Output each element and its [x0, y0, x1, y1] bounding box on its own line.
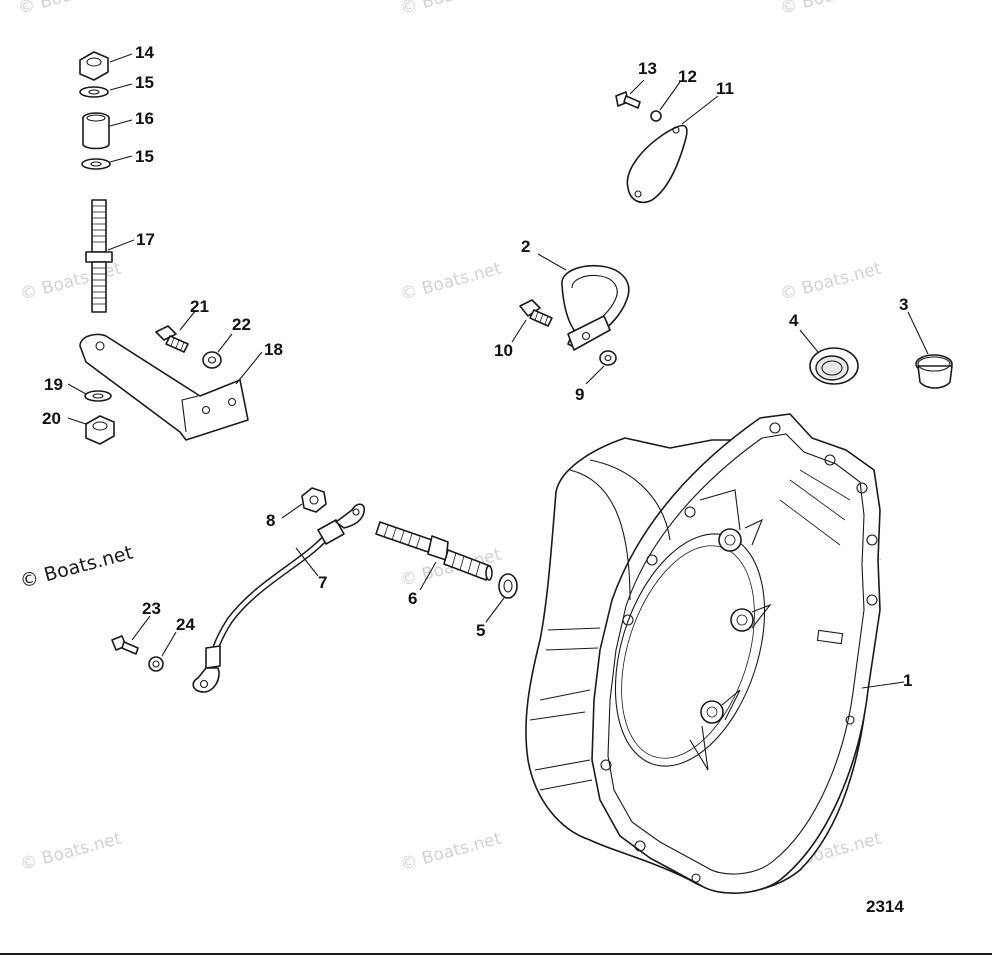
- part-spacer-16: [82, 112, 110, 150]
- figure-number: 2314: [866, 897, 904, 916]
- watermark: © Boats.net: [398, 0, 504, 19]
- callout-13: 13: [638, 59, 657, 78]
- part-screw-13: [615, 91, 641, 109]
- callouts: 1 2 3 4 5 6 7 8 9 10 11 12 13 14 15 16 1…: [42, 43, 912, 690]
- part-stud: [375, 521, 493, 581]
- watermark: © Boats.net: [18, 829, 124, 875]
- part-washer-19: [84, 390, 112, 402]
- leader-lines: [67, 53, 929, 689]
- part-star-washer-24: [148, 656, 164, 672]
- callout-21: 21: [190, 297, 209, 316]
- part-flywheel-housing: [525, 413, 881, 894]
- callout-10: 10: [494, 341, 513, 360]
- part-cover-plate: [626, 124, 688, 204]
- watermark: © Boats.net: [16, 0, 122, 19]
- bottom-divider: [0, 953, 992, 955]
- part-ground-strap: [192, 503, 366, 693]
- watermark: © Boats.net: [18, 259, 124, 305]
- callout-22: 22: [232, 315, 251, 334]
- part-seal: [809, 347, 859, 385]
- callout-14: 14: [135, 43, 154, 62]
- callout-3: 3: [899, 295, 908, 314]
- callout-18: 18: [264, 340, 283, 359]
- callout-12: 12: [678, 67, 697, 86]
- part-nut-small: [301, 487, 327, 513]
- watermark: © Boats.net: [778, 0, 884, 19]
- callout-9: 9: [575, 385, 584, 404]
- callout-17: 17: [136, 230, 155, 249]
- callout-16: 16: [135, 109, 154, 128]
- callout-19: 19: [44, 375, 63, 394]
- callout-7: 7: [318, 573, 327, 592]
- part-washer-22: [202, 351, 222, 369]
- part-washer-15-bottom: [81, 158, 111, 170]
- callout-6: 6: [408, 589, 417, 608]
- part-bracket-18: [79, 333, 249, 441]
- callout-15-bottom: 15: [135, 147, 154, 166]
- watermark: © Boats.net: [398, 259, 504, 305]
- callout-2: 2: [521, 237, 530, 256]
- part-washer-15-top: [79, 86, 109, 98]
- watermark: © Boats.net: [398, 829, 504, 875]
- callout-20: 20: [42, 409, 61, 428]
- part-stud-17: [85, 199, 113, 313]
- watermark-prominent: © Boats.net: [18, 542, 136, 593]
- part-washer-9: [599, 350, 617, 366]
- callout-1: 1: [903, 671, 912, 690]
- callout-11: 11: [716, 79, 734, 98]
- part-lock-washer: [498, 573, 518, 599]
- part-nut-14: [79, 51, 109, 81]
- part-plug: [915, 354, 953, 389]
- callout-8: 8: [266, 511, 275, 530]
- part-screw-23: [111, 635, 139, 655]
- part-nut-20: [85, 415, 115, 445]
- callout-15-top: 15: [135, 73, 154, 92]
- part-washer-12: [650, 110, 662, 122]
- callout-4: 4: [789, 311, 799, 330]
- part-bolt-21: [155, 325, 189, 353]
- watermark: © Boats.net: [778, 259, 884, 305]
- callout-24: 24: [176, 615, 195, 634]
- callout-23: 23: [142, 599, 161, 618]
- part-bolt-10: [519, 299, 553, 327]
- callout-5: 5: [476, 621, 485, 640]
- part-clamp: [561, 264, 630, 351]
